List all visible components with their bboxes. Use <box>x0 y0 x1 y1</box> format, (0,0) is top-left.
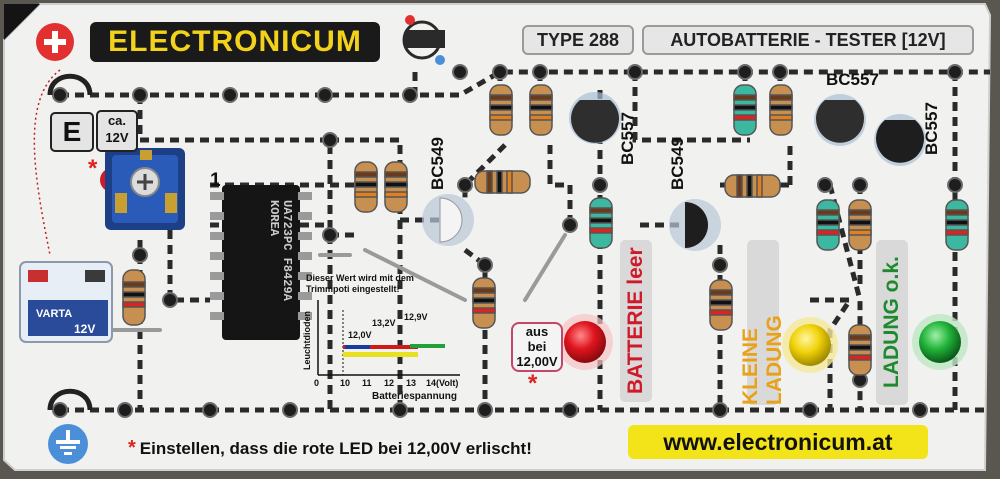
battery-brand: VARTA <box>36 308 73 320</box>
aus-voltage: 12,00V <box>516 354 558 369</box>
graph-xtick: 13 <box>406 378 417 388</box>
ground-icon <box>48 424 88 464</box>
battery-lead-red <box>33 69 61 256</box>
graph-ylabel: Leuchtdioden <box>302 311 312 370</box>
e-terminal-label: E <box>50 112 94 152</box>
green-led-label: LADUNG o.k. <box>876 240 908 405</box>
graph-xtick: 0 <box>314 378 320 388</box>
resistor <box>589 197 613 249</box>
terminals <box>52 64 963 418</box>
resistor <box>769 84 793 136</box>
red-led-label: BATTERIE leer <box>620 240 652 402</box>
transistor-label: BC557 <box>922 102 941 155</box>
graph-xtick: 11 <box>362 378 372 388</box>
led-graph <box>317 300 460 376</box>
resistor <box>709 279 733 331</box>
aus-star: * <box>528 370 538 397</box>
resistor <box>733 84 757 136</box>
trim-star: * <box>88 155 98 182</box>
resistor <box>122 269 146 326</box>
type-label: TYPE 288 <box>522 25 634 55</box>
note-star: * <box>128 437 136 459</box>
graph-xtick: 14(Volt) <box>426 378 459 388</box>
led-red <box>557 314 613 370</box>
transistor-bc557-1 <box>569 92 621 144</box>
resistor <box>354 161 378 213</box>
led-green <box>912 314 968 370</box>
plus-icon <box>36 23 74 61</box>
plus-terminal-loop <box>47 73 93 96</box>
transistor-label: BC549 <box>668 137 687 190</box>
ground-terminal-loop <box>47 388 93 411</box>
transistor-bc557-3 <box>874 114 926 166</box>
yellow-led-label: KLEINE LADUNG <box>739 240 786 405</box>
ca-text: ca. <box>107 113 127 128</box>
website-label: www.electronicum.at <box>628 425 928 459</box>
resistors <box>122 84 969 376</box>
resistor <box>816 199 840 251</box>
tester-logo-icon <box>402 15 445 65</box>
resistor <box>384 161 408 213</box>
battery-voltage: 12V <box>74 322 96 336</box>
led-yellow <box>782 317 838 373</box>
graph-label: 12,0V <box>348 330 372 340</box>
resistor <box>529 84 553 136</box>
resistor <box>489 84 513 136</box>
product-title: AUTOBATTERIE - TESTER [12V] <box>642 25 974 55</box>
transistor-label: BC557 <box>826 70 879 89</box>
car-battery <box>19 261 113 343</box>
graph-note: Dieser Wert wird mit dem Trimmpoti einge… <box>306 273 414 294</box>
resistor <box>945 199 969 251</box>
supply-voltage-label: ca. 12V <box>96 110 138 152</box>
brand-logo: ELECTRONICUM <box>90 22 380 62</box>
graph-xlabel: Batteriespannung <box>372 391 458 402</box>
graph-xtick: 10 <box>340 378 351 388</box>
transistor-bc549-1 <box>422 194 474 246</box>
aus-text: aus <box>525 324 549 339</box>
resistor <box>848 324 872 376</box>
transistor-label: BC549 <box>428 137 447 190</box>
graph-label: 12,9V <box>404 312 428 322</box>
resistor <box>472 277 496 329</box>
bei-text: bei <box>527 339 547 354</box>
resistor <box>848 199 872 251</box>
ic-marking: UA723PC F8429A KOREA <box>267 200 294 301</box>
transistor-bc557-2 <box>814 94 866 146</box>
resistor <box>474 170 531 194</box>
voltage-text: 12V <box>105 130 129 145</box>
calibration-note: *Einstellen, dass die rote LED bei 12,00… <box>128 437 532 460</box>
ic-ua723 <box>210 185 312 340</box>
trimmpoti[interactable] <box>100 148 185 230</box>
ic-pin1-label: 1 <box>210 170 221 191</box>
transistor-bc549-2 <box>669 199 721 251</box>
graph-xtick: 12 <box>384 378 395 388</box>
transistor-label: BC557 <box>618 112 637 165</box>
graph-label: 13,2V <box>372 318 396 328</box>
resistor <box>724 174 781 198</box>
aus-label: aus bei 12,00V <box>511 322 563 372</box>
note-text: Einstellen, dass die rote LED bei 12,00V… <box>139 439 532 458</box>
